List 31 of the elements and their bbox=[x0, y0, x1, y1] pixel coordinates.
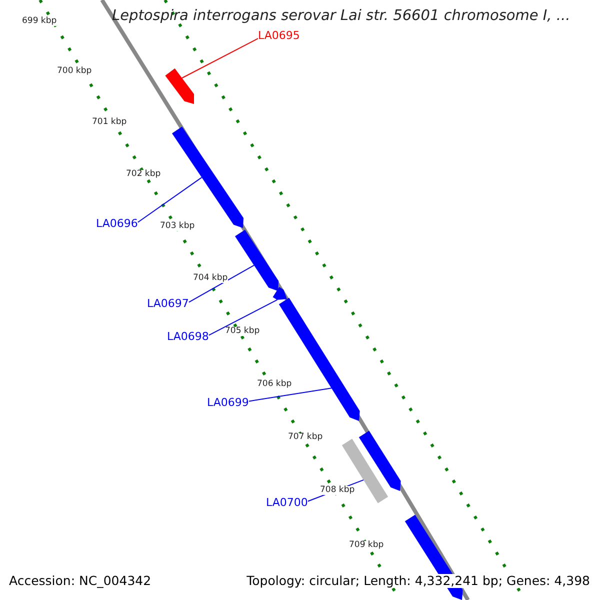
gene-label: LA0695 bbox=[258, 30, 300, 42]
scale-label: 701 kbp bbox=[92, 118, 127, 128]
gene-label: LA0698 bbox=[167, 331, 209, 344]
scale-label: 704 kbp bbox=[193, 274, 228, 284]
scale-label: 699 kbp bbox=[22, 17, 57, 26]
gene-feature bbox=[235, 230, 279, 291]
gene-feature bbox=[272, 286, 287, 300]
leader-line bbox=[248, 388, 332, 402]
scale-label: 703 kbp bbox=[160, 222, 195, 232]
gene-label: LA0696 bbox=[96, 218, 138, 230]
scale-label: 700 kbp bbox=[57, 67, 92, 76]
leader-line bbox=[182, 38, 258, 78]
scale-label: 709 kbp bbox=[349, 541, 384, 550]
map-title: Leptospira interrogans serovar Lai str. 56601 chromosome I, ... bbox=[112, 9, 570, 25]
leader-line bbox=[137, 176, 202, 223]
gene-label: LA0700 bbox=[266, 497, 308, 510]
scale-label: 702 kbp bbox=[126, 170, 161, 180]
gene-bar bbox=[342, 438, 388, 504]
gene-feature bbox=[278, 298, 360, 421]
scale-label: 706 kbp bbox=[257, 380, 292, 390]
gene-label: LA0697 bbox=[147, 298, 189, 310]
genome-summary: Topology: circular; Length: 4,332,241 bp; Genes: 4,398 bbox=[246, 574, 590, 588]
accession-text: Accession: NC_004342 bbox=[9, 574, 152, 588]
scale-label: 705 kbp bbox=[225, 327, 260, 336]
scale-label: 708 kbp bbox=[320, 486, 355, 496]
gene-label: LA0699 bbox=[207, 397, 249, 410]
leader-line bbox=[208, 299, 278, 336]
gene-feature bbox=[358, 430, 401, 491]
leader-line bbox=[188, 264, 254, 303]
scale-label: 707 kbp bbox=[288, 433, 323, 442]
gene-feature bbox=[165, 68, 194, 104]
